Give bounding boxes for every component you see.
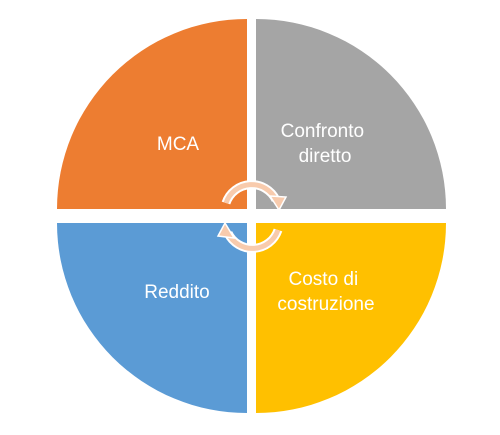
quadrant-mca (57, 19, 247, 209)
cycle-arrow-bottom (225, 229, 281, 251)
label-confronto-diretto: Confronto diretto (281, 121, 370, 167)
quadrant-costo-di-costruzione (256, 223, 446, 413)
quadrant-reddito (57, 223, 247, 413)
cycle-arrow-top (223, 182, 279, 204)
cycle-arrows (216, 180, 288, 253)
label-costo-line-1: Costo di (289, 269, 359, 290)
label-confronto-line-2: diretto (299, 146, 352, 167)
label-mca-line-1: MCA (157, 134, 200, 155)
label-costo-di-costruzione: Costo di costruzione (277, 269, 374, 315)
label-reddito: Reddito (144, 282, 210, 303)
quadrant-confronto-diretto (256, 19, 446, 209)
label-confronto-line-1: Confronto (281, 121, 364, 142)
label-reddito-line-1: Reddito (144, 282, 210, 303)
label-costo-line-2: costruzione (277, 294, 374, 315)
cycle-arrow-top-head-icon (268, 195, 288, 212)
label-mca: MCA (157, 134, 200, 155)
cycle-arrow-bottom-head-icon (216, 221, 236, 239)
